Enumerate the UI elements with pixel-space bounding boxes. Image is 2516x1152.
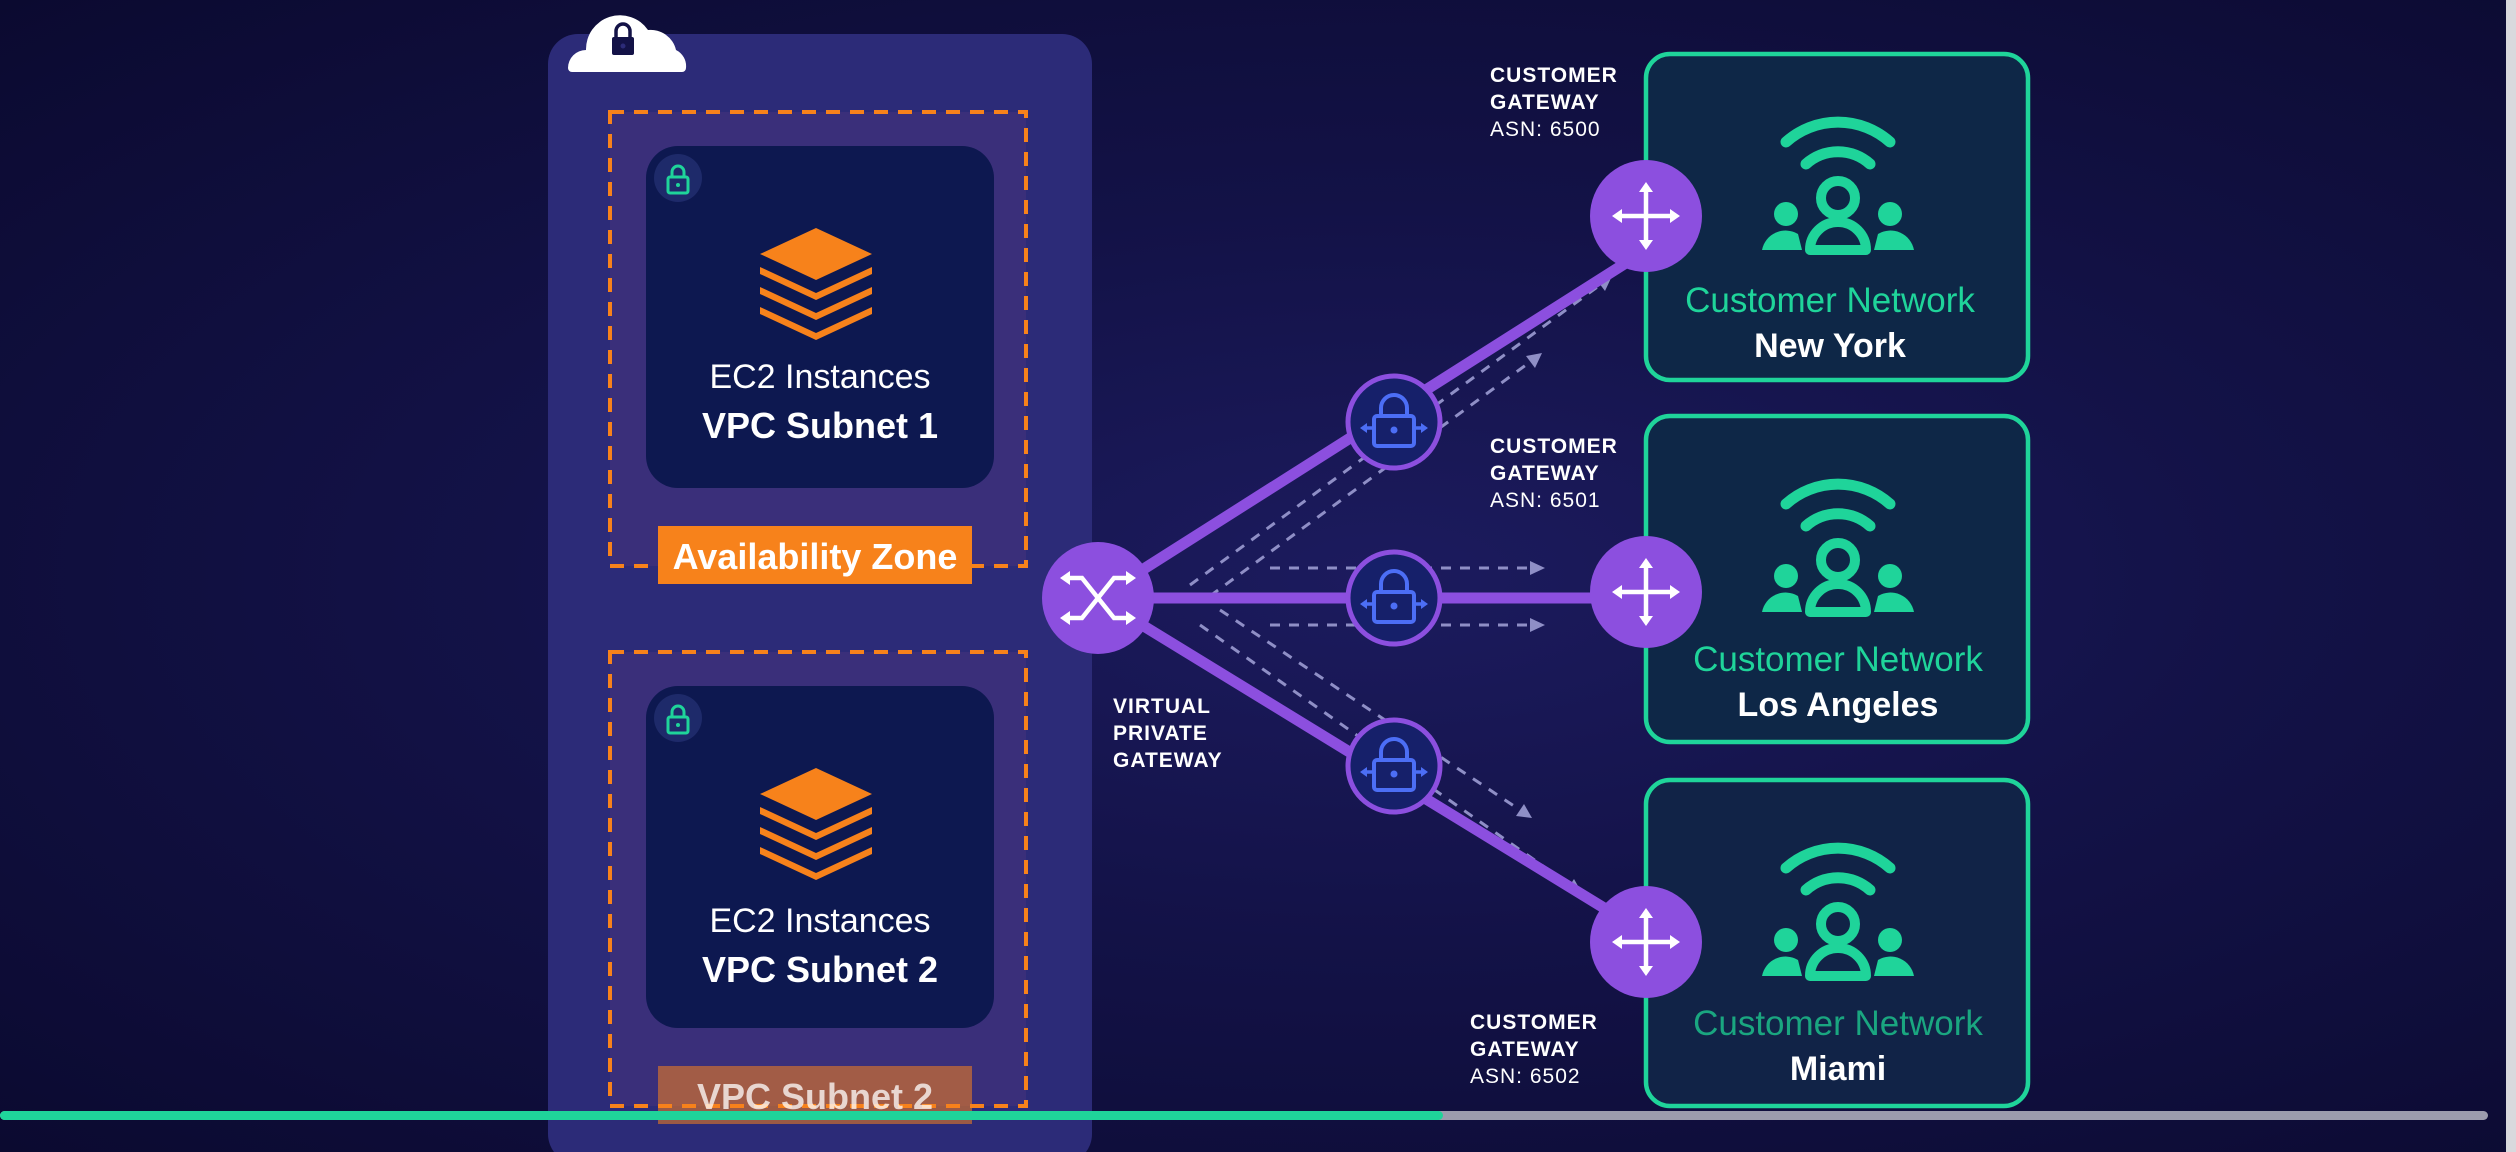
customer-gateway-3-label-line-2: GATEWAY <box>1470 1038 1580 1061</box>
customer-gateway-1-asn: ASN: 6500 <box>1490 118 1601 141</box>
customer-gateway-2-label-line-2: GATEWAY <box>1490 462 1600 485</box>
availability-zone-1-badge <box>658 526 972 584</box>
subnet-1-label: EC2 Instances <box>709 358 930 396</box>
window-edge <box>2506 0 2516 1152</box>
customer-network-miami[interactable]: Customer Network Miami <box>1643 777 2031 1109</box>
availability-zone-1-label: Availability Zone <box>673 536 958 577</box>
vpg-label-line-3: GATEWAY <box>1113 749 1223 772</box>
subnet-2-label: EC2 Instances <box>709 902 930 940</box>
customer-network-3-label: Customer Network <box>1693 1004 1983 1043</box>
subnet-card-2[interactable]: EC2 Instances VPC Subnet 2 <box>646 686 994 1028</box>
customer-network-2-label: Customer Network <box>1693 640 1983 679</box>
customer-gateway-1-label-line-2: GATEWAY <box>1490 91 1600 114</box>
customer-gateway-3-label-line-1: CUSTOMER <box>1470 1011 1598 1034</box>
customer-network-1-city: New York <box>1754 327 1906 365</box>
vpn-tunnel-node-2[interactable] <box>1345 549 1443 647</box>
cloud-lock-icon <box>568 15 687 73</box>
virtual-private-gateway[interactable] <box>1042 542 1154 654</box>
customer-network-los-angeles[interactable]: Customer Network Los Angeles <box>1643 413 2031 745</box>
customer-gateway-2-asn: ASN: 6501 <box>1490 489 1601 512</box>
vpg-label-line-2: PRIVATE <box>1113 722 1208 745</box>
customer-network-2-city: Los Angeles <box>1738 686 1939 724</box>
customer-gateway-1-label-line-1: CUSTOMER <box>1490 64 1618 87</box>
customer-gateway-2-label-line-1: CUSTOMER <box>1490 435 1618 458</box>
customer-network-3-city: Miami <box>1790 1050 1886 1088</box>
video-progress-fill <box>0 1111 1444 1120</box>
subnet-1-name: VPC Subnet 1 <box>702 405 938 446</box>
customer-network-new-york[interactable]: Customer Network New York <box>1643 51 2031 383</box>
availability-zone-2-label: VPC Subnet 2 <box>697 1076 933 1117</box>
customer-gateway-router-1[interactable] <box>1590 160 1702 272</box>
vpg-switch-icon <box>1063 575 1133 621</box>
customer-gateway-router-3[interactable] <box>1590 886 1702 998</box>
subnet-card-1[interactable]: EC2 Instances VPC Subnet 1 <box>646 146 994 488</box>
vpg-label-line-1: VIRTUAL <box>1113 695 1211 718</box>
customer-gateway-router-2[interactable] <box>1590 536 1702 648</box>
video-progress-bar[interactable] <box>0 1111 2488 1120</box>
subnet-2-name: VPC Subnet 2 <box>702 949 938 990</box>
customer-gateway-3-asn: ASN: 6502 <box>1470 1065 1581 1088</box>
vpn-tunnel-node-3[interactable] <box>1345 717 1443 815</box>
customer-network-1-label: Customer Network <box>1685 281 1975 320</box>
vpn-tunnel-node-1[interactable] <box>1345 373 1443 471</box>
